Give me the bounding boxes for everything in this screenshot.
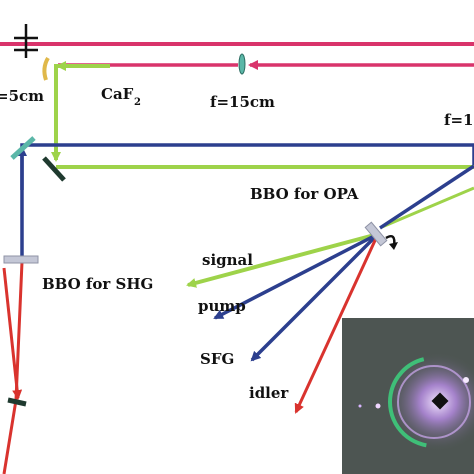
label-caf2-subscript: 2 (134, 97, 141, 108)
beam-profile-photo (342, 318, 474, 474)
bbo-shg-crystal (3, 255, 39, 264)
mirror-dark-left (42, 156, 66, 182)
mirror-teal-top-left (10, 136, 36, 160)
concave-mirror-caf2 (42, 56, 50, 81)
label-bbo-shg: BBO for SHG (42, 275, 153, 293)
pump-beam (213, 232, 379, 320)
rotation-arrow-icon (385, 235, 398, 250)
green-beam-to-opa (381, 186, 474, 229)
label-sfg: SFG (200, 350, 234, 368)
label-idler: idler (249, 384, 289, 402)
bbo-opa-crystal (364, 221, 388, 247)
label-lens-f15: f=15cm (210, 93, 275, 111)
sfg-beam (250, 232, 380, 362)
red-beam-diagonal (2, 267, 23, 400)
signal-beam (186, 232, 379, 288)
label-bbo-opa: BBO for OPA (250, 185, 359, 203)
navy-beam-to-opa (379, 164, 474, 230)
label-caf2: CaF (101, 85, 134, 103)
label-lens-left: =5cm (0, 87, 44, 105)
mirror-dark-bottom (7, 397, 27, 407)
aperture-icon (14, 24, 38, 58)
label-lens-right: f=1 (444, 111, 473, 129)
navy-beam-loop (20, 143, 474, 262)
label-signal: signal (202, 251, 253, 269)
lens-f15 (238, 53, 246, 75)
green-beam-loop (54, 64, 90, 152)
idler-beam (294, 233, 380, 414)
label-pump: pump (198, 297, 246, 315)
